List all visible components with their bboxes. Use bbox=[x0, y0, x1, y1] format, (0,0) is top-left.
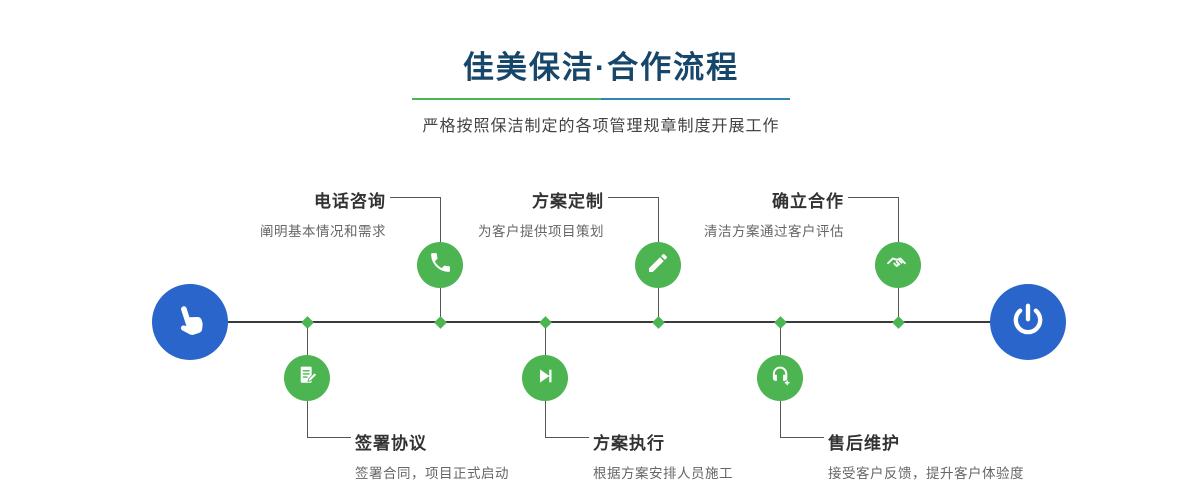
timeline-end-node bbox=[990, 284, 1066, 360]
timeline-marker bbox=[539, 316, 552, 329]
step-node-establish-cooperation bbox=[875, 242, 921, 288]
step-node-phone-consult bbox=[417, 242, 463, 288]
title-underline-blue-segment bbox=[601, 98, 790, 100]
phone-icon bbox=[428, 250, 453, 280]
step-desc: 阐明基本情况和需求 bbox=[260, 224, 386, 239]
timeline-marker bbox=[434, 316, 447, 329]
connector-line bbox=[545, 437, 589, 438]
connector-line bbox=[848, 197, 898, 198]
timeline-marker bbox=[652, 316, 665, 329]
step-sign-agreement: 签署协议 签署合同，项目正式启动 bbox=[355, 429, 635, 482]
step-desc: 为客户提供项目策划 bbox=[478, 224, 604, 239]
step-aftersales: 售后维护 接受客户反馈，提升客户体验度 bbox=[828, 429, 1108, 482]
connector-line bbox=[440, 197, 441, 242]
pencil-icon bbox=[646, 251, 670, 280]
title-underline-green-segment bbox=[412, 98, 601, 100]
step-node-plan-execution bbox=[522, 355, 568, 401]
page-subtitle: 严格按照保洁制定的各项管理规章制度开展工作 bbox=[422, 118, 780, 135]
page-title: 佳美保洁·合作流程 bbox=[462, 50, 740, 85]
step-desc: 根据方案安排人员施工 bbox=[593, 466, 733, 481]
step-title: 确立合作 bbox=[772, 192, 844, 211]
connector-line bbox=[780, 323, 781, 355]
step-plan-execution: 方案执行 根据方案安排人员施工 bbox=[593, 429, 873, 482]
step-desc: 接受客户反馈，提升客户体验度 bbox=[828, 466, 1024, 481]
connector-line bbox=[898, 288, 899, 321]
connector-line bbox=[545, 401, 546, 437]
step-node-sign-agreement bbox=[284, 355, 330, 401]
step-desc: 签署合同，项目正式启动 bbox=[355, 466, 509, 481]
step-node-aftersales bbox=[757, 355, 803, 401]
title-underline bbox=[412, 98, 790, 100]
timeline-line bbox=[190, 321, 1028, 323]
connector-line bbox=[780, 437, 824, 438]
step-title: 电话咨询 bbox=[314, 192, 386, 211]
step-establish-cooperation: 确立合作 清洁方案通过客户评估 bbox=[564, 187, 844, 240]
handshake-icon bbox=[885, 250, 911, 281]
connector-line bbox=[390, 197, 440, 198]
headset-icon bbox=[768, 363, 793, 393]
hand-pointer-icon bbox=[169, 299, 211, 346]
timeline-marker bbox=[774, 316, 787, 329]
connector-line bbox=[440, 288, 441, 321]
step-node-plan-custom bbox=[635, 242, 681, 288]
connector-line bbox=[608, 197, 658, 198]
connector-line bbox=[658, 197, 659, 242]
step-title: 方案定制 bbox=[532, 192, 604, 211]
step-title: 售后维护 bbox=[828, 434, 900, 453]
connector-line bbox=[307, 401, 308, 437]
play-icon bbox=[533, 364, 557, 393]
timeline-marker bbox=[301, 316, 314, 329]
connector-line bbox=[545, 323, 546, 355]
connector-line bbox=[658, 288, 659, 321]
connector-line bbox=[307, 437, 351, 438]
step-phone-consult: 电话咨询 阐明基本情况和需求 bbox=[106, 187, 386, 240]
step-desc: 清洁方案通过客户评估 bbox=[704, 224, 844, 239]
step-plan-custom: 方案定制 为客户提供项目策划 bbox=[324, 187, 604, 240]
step-title: 方案执行 bbox=[593, 434, 665, 453]
timeline-marker bbox=[892, 316, 905, 329]
connector-line bbox=[898, 197, 899, 242]
connector-line bbox=[780, 401, 781, 437]
power-icon bbox=[1008, 300, 1048, 345]
timeline-start-node bbox=[152, 284, 228, 360]
document-sign-icon bbox=[295, 363, 320, 393]
step-title: 签署协议 bbox=[355, 434, 427, 453]
connector-line bbox=[307, 323, 308, 355]
